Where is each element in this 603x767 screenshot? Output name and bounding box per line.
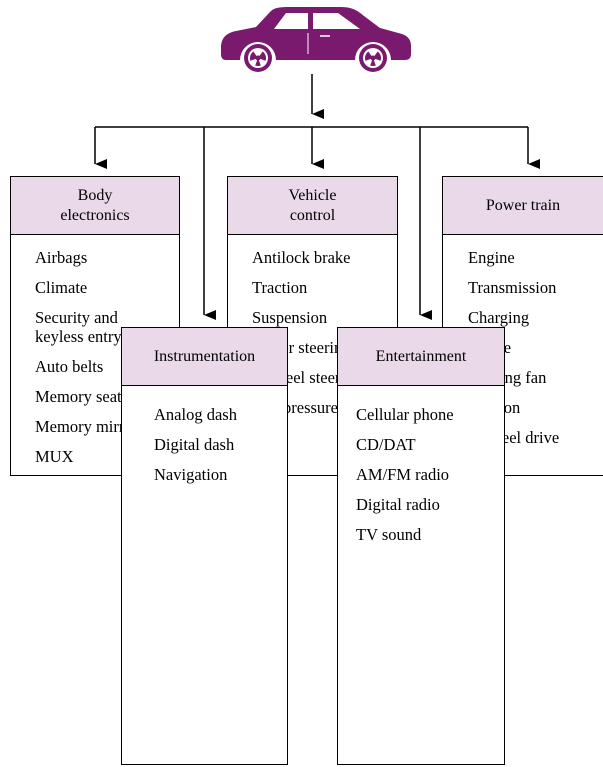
list-item: Charging <box>468 308 530 327</box>
list-item: Suspension <box>252 308 328 327</box>
list-item: CD/DAT <box>356 435 416 454</box>
list-item: Antilock brake <box>252 248 351 267</box>
list-item: Analog dash <box>154 405 237 424</box>
list-item: Engine <box>468 248 515 267</box>
list-item: Airbags <box>35 248 88 267</box>
entertainment-title: Entertainment <box>338 328 504 386</box>
list-item: Memory seat <box>35 387 122 406</box>
power-train-title: Power train <box>443 177 603 235</box>
vehicle-control-title: Vehicle control <box>228 177 397 235</box>
list-item: Climate <box>35 278 88 297</box>
list-item: Traction <box>252 278 308 297</box>
list-item: Navigation <box>154 465 228 484</box>
list-item: MUX <box>35 447 74 466</box>
list-item: Cellular phone <box>356 405 454 424</box>
list-item: AM/FM radio <box>356 465 450 484</box>
list-item: Digital radio <box>356 495 440 514</box>
car-icon <box>221 7 411 72</box>
body-electronics-title: Body electronics <box>11 177 179 235</box>
list-item: Security and keyless entry <box>35 308 122 346</box>
list-item: Transmission <box>468 278 557 297</box>
list-item: Auto belts <box>35 357 104 376</box>
list-item: Digital dash <box>154 435 235 454</box>
instrumentation-title: Instrumentation <box>122 328 287 386</box>
list-item: TV sound <box>356 525 422 544</box>
